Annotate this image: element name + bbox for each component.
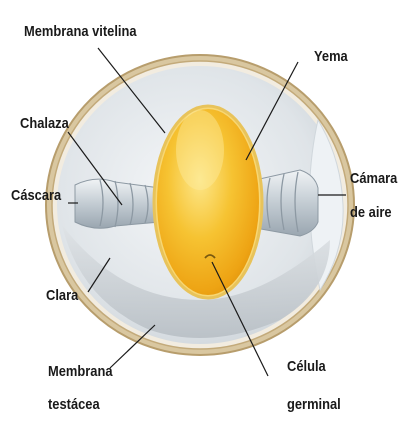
label-yema: Yema xyxy=(314,48,348,65)
label-chalaza: Chalaza xyxy=(20,115,69,132)
label-membrana-testacea-line2: testácea xyxy=(48,396,100,413)
label-cascara: Cáscara xyxy=(11,187,61,204)
label-camara-de-aire-line1: Cámara xyxy=(350,170,397,187)
chalaza-left xyxy=(75,179,160,228)
yolk-highlight xyxy=(176,110,224,190)
label-clara: Clara xyxy=(46,287,78,304)
label-celula-germinal-line1: Célula xyxy=(287,358,326,375)
label-membrana-vitelina: Membrana vitelina xyxy=(24,23,137,40)
label-celula-germinal-line2: germinal xyxy=(287,396,341,413)
label-camara-de-aire-line2: de aire xyxy=(350,204,392,221)
label-membrana-testacea-line1: Membrana xyxy=(48,363,113,380)
chalaza-right xyxy=(255,170,318,236)
